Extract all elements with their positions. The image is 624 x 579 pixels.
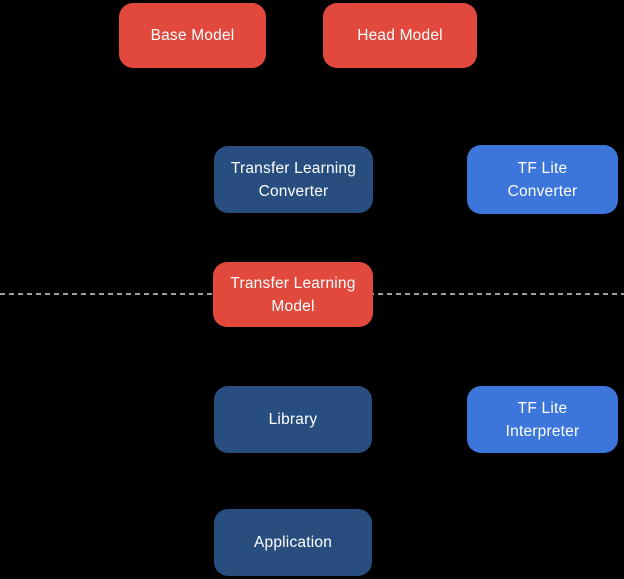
node-head-model: Head Model [323, 3, 477, 68]
node-label-line: Application [253, 534, 333, 551]
node-label-line: Library [268, 411, 318, 428]
node-base-model: Base Model [119, 3, 266, 68]
node-label-line: Transfer Learning [230, 274, 356, 292]
node-application: Application [214, 509, 372, 576]
node-label-line: Converter [507, 182, 578, 200]
node-label-line: Interpreter [505, 422, 580, 440]
node-label-line: TF Lite [517, 159, 568, 177]
node-library: Library [214, 386, 372, 453]
node-label-line: Head Model [357, 27, 443, 44]
node-label-line: Model [271, 297, 315, 315]
node-label-line: Base Model [150, 27, 235, 44]
node-label-line: Converter [258, 182, 329, 200]
node-label-line: Transfer Learning [230, 159, 357, 177]
node-label-line: TF Lite [517, 399, 568, 417]
